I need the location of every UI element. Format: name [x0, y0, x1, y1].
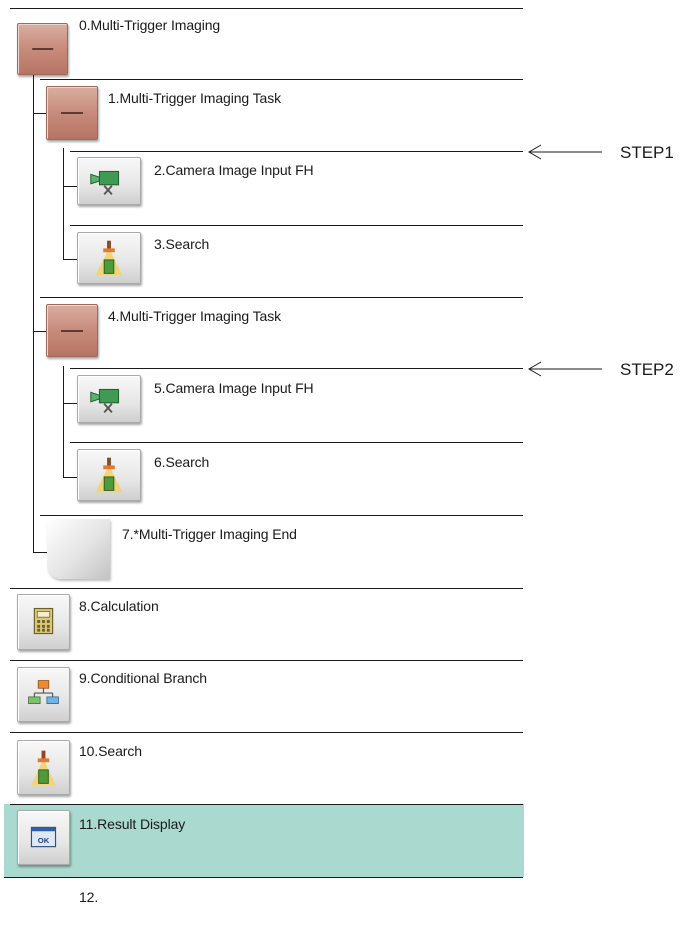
camera-icon[interactable]	[77, 157, 141, 205]
unit-label-2[interactable]: 2.Camera Image Input FH	[154, 162, 314, 178]
result-display-icon-text: OK	[38, 836, 50, 845]
search-icon[interactable]	[77, 449, 141, 501]
result-display-icon[interactable]: OK	[17, 810, 70, 865]
unit-label-12[interactable]: 12.	[79, 889, 99, 905]
step2-arrow-icon	[528, 361, 602, 377]
collapse-icon[interactable]	[17, 23, 68, 75]
collapse-icon[interactable]	[46, 86, 98, 140]
end-icon[interactable]	[47, 519, 110, 579]
unit-label-6[interactable]: 6.Search	[154, 454, 210, 470]
calculator-icon[interactable]	[17, 594, 70, 650]
branch-icon[interactable]	[17, 667, 70, 722]
search-icon[interactable]	[77, 232, 141, 284]
unit-label-3[interactable]: 3.Search	[154, 236, 210, 252]
unit-label-8[interactable]: 8.Calculation	[79, 598, 159, 614]
unit-label-5[interactable]: 5.Camera Image Input FH	[154, 380, 314, 396]
selected-row-highlight	[4, 804, 524, 877]
unit-label-7[interactable]: 7.*Multi-Trigger Imaging End	[122, 526, 297, 542]
camera-icon[interactable]	[77, 375, 141, 423]
unit-label-1[interactable]: 1.Multi-Trigger Imaging Task	[108, 90, 282, 106]
search-icon[interactable]	[17, 740, 70, 795]
collapse-icon[interactable]	[46, 304, 98, 357]
step1-arrow-icon	[528, 144, 602, 160]
unit-label-9[interactable]: 9.Conditional Branch	[79, 670, 207, 686]
step2-label: STEP2	[620, 360, 674, 379]
unit-label-0[interactable]: 0.Multi-Trigger Imaging	[79, 17, 221, 33]
unit-label-11[interactable]: 11.Result Display	[79, 816, 186, 832]
unit-label-4[interactable]: 4.Multi-Trigger Imaging Task	[108, 308, 282, 324]
unit-label-10[interactable]: 10.Search	[79, 743, 142, 759]
step1-label: STEP1	[620, 143, 674, 162]
